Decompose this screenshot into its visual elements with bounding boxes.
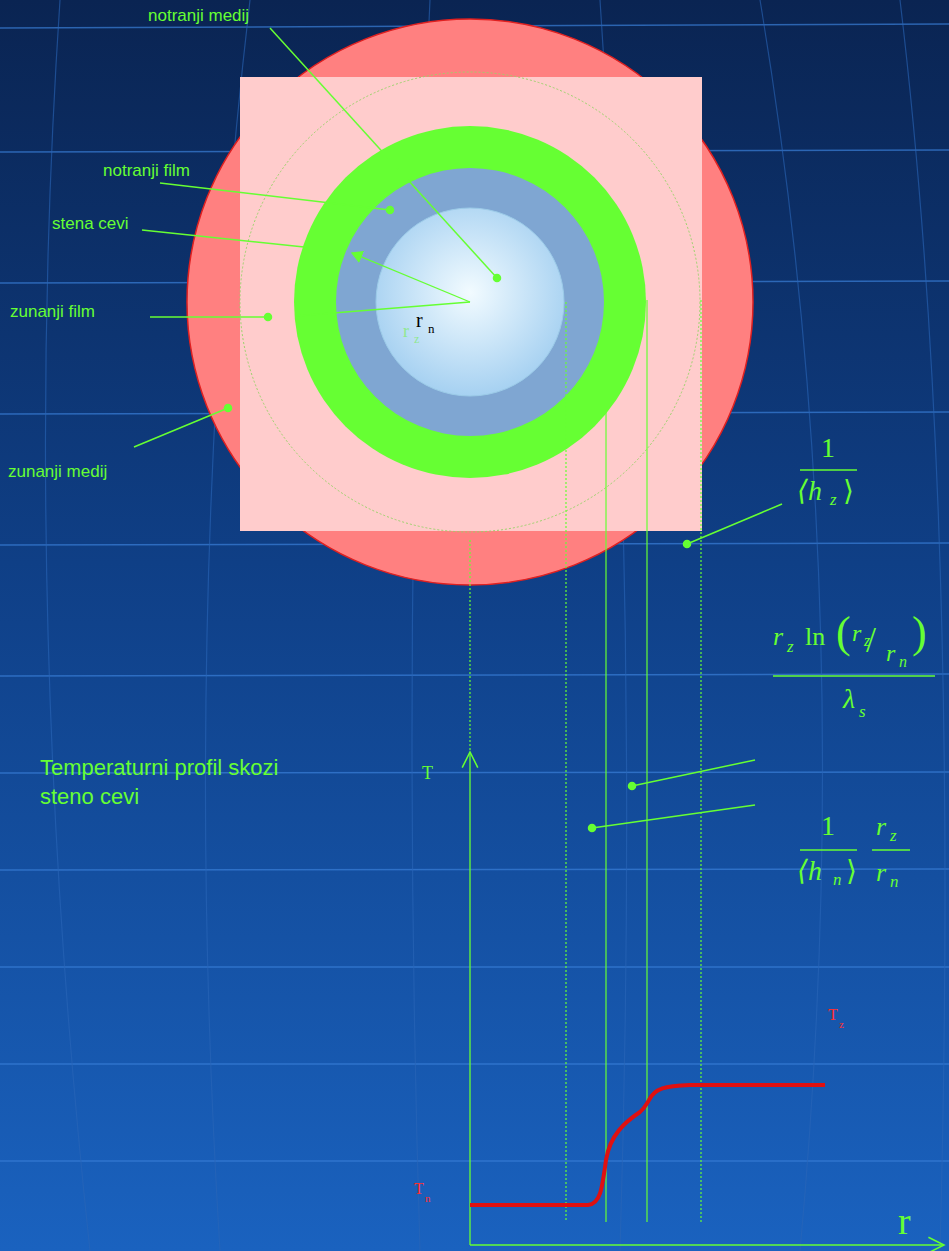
formula-part: λ xyxy=(843,683,855,715)
formula-part: z xyxy=(787,637,794,657)
formula-part: ⟨h xyxy=(797,855,822,887)
formula-part: ln xyxy=(805,622,825,652)
formula-part: ) xyxy=(912,608,927,659)
formula-part: r xyxy=(876,812,886,842)
region-label: notranji medij xyxy=(148,6,249,26)
axis-label: T xyxy=(422,763,433,784)
formula-part: ⟩ xyxy=(846,855,857,887)
region-label: notranji film xyxy=(103,161,190,181)
formula-part: ⟨h xyxy=(797,475,822,507)
formula-part: n xyxy=(899,653,907,671)
axis-label: r xyxy=(898,1200,911,1244)
region-label: stena cevi xyxy=(52,214,129,234)
formula-part: s xyxy=(859,702,866,722)
formula-part: 1 xyxy=(821,432,835,464)
formula-part: r xyxy=(876,858,886,888)
profile-caption: Temperaturni profil skozi steno cevi xyxy=(40,754,280,811)
formula-part: / xyxy=(866,620,876,661)
region-label: zunanji film xyxy=(10,302,95,322)
axis-label: n xyxy=(425,1192,431,1205)
formula-part: z xyxy=(890,826,897,846)
radius-symbol: r xyxy=(403,321,409,342)
radius-subscript: z xyxy=(414,333,419,347)
formula-part: r xyxy=(852,620,861,648)
radius-symbol: r xyxy=(416,309,423,332)
axis-label: T xyxy=(828,1006,838,1024)
axis-label: z xyxy=(839,1018,844,1031)
formula-part: r xyxy=(773,622,783,652)
formula-part: ⟩ xyxy=(843,475,854,507)
formula-part: z xyxy=(830,490,837,510)
axis-label: T xyxy=(414,1180,424,1198)
formula-part: n xyxy=(890,872,899,892)
formula-part: n xyxy=(833,870,842,890)
formula-part: 1 xyxy=(821,810,835,842)
formula-part: r xyxy=(886,640,895,668)
formula-part: ( xyxy=(836,608,851,659)
region-label: zunanji medij xyxy=(8,462,107,482)
radius-subscript: n xyxy=(428,322,435,337)
